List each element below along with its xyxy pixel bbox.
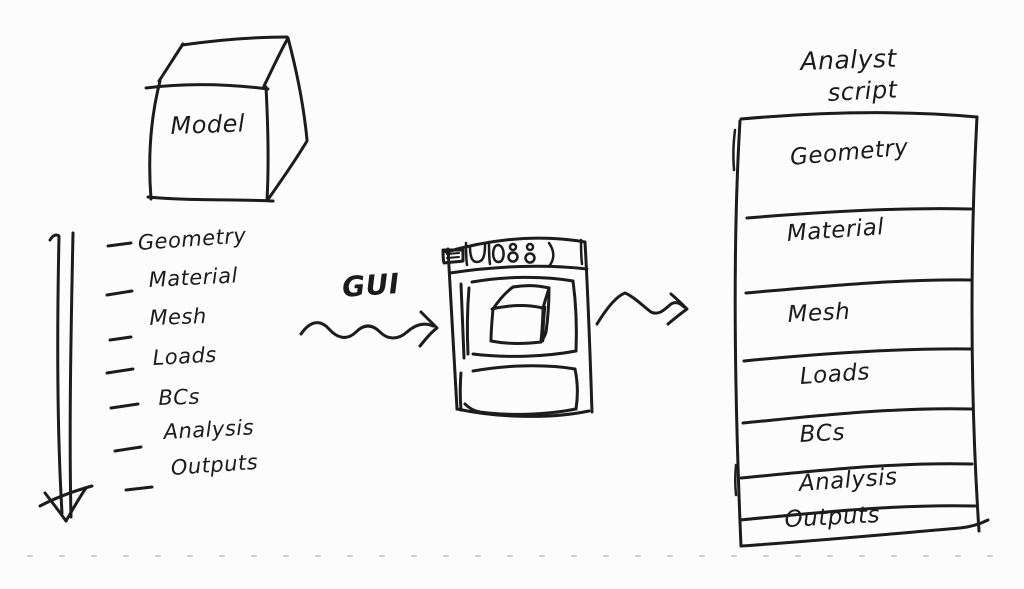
mini-cube-front-top — [490, 304, 545, 311]
toolbar-right-tick — [579, 238, 584, 266]
row-divider — [742, 347, 974, 363]
down-arrow-head-cross — [38, 484, 94, 508]
cube-front-left-edge — [148, 79, 162, 201]
lower-panel-right-edge — [573, 367, 579, 411]
down-arrow-head-right — [64, 486, 88, 523]
script-row-loads: Loads — [799, 359, 871, 390]
panel-right-edge — [970, 115, 981, 533]
model-box-label: Model — [170, 109, 246, 140]
mini-cube-top-left — [491, 285, 515, 311]
lower-panel-left-edge — [458, 371, 463, 412]
zigzag-arrow — [595, 291, 689, 326]
mini-cube-front-left — [489, 307, 495, 343]
toolbar-arc — [547, 241, 555, 267]
dash-bullet — [113, 445, 143, 453]
row-dividers — [738, 207, 977, 522]
cube-top-right-slant — [262, 36, 290, 88]
script-row-mesh: Mesh — [787, 298, 851, 328]
gui-window-sketch — [441, 236, 594, 418]
panel-top-edge — [739, 111, 979, 121]
cube-top-back-edge — [180, 35, 289, 47]
dash-bullet — [105, 289, 134, 297]
dash-bullet — [108, 335, 133, 342]
knob-icon — [524, 252, 536, 264]
viewport-bottom-edge — [471, 349, 578, 358]
knob-icon — [508, 242, 518, 252]
row-divider — [739, 462, 974, 480]
mini-cube-shade-line — [541, 305, 547, 343]
menu-icon — [441, 248, 465, 265]
down-arrow-head-left — [43, 491, 68, 523]
list-bullet-dashes — [105, 241, 154, 492]
menu-icon-bar — [446, 256, 460, 259]
window-right-edge — [583, 240, 594, 414]
model-item-material: Material — [148, 263, 239, 292]
squiggly-arrow-head — [418, 310, 439, 348]
panel-left-tick — [732, 128, 737, 172]
zigzag-arrow-head — [666, 292, 689, 326]
analyst-script-title-line2: script — [827, 75, 899, 107]
cube-right-back-edge — [286, 36, 309, 142]
gui-transition-label: GUI — [341, 266, 401, 304]
row-divider — [741, 407, 974, 425]
cube-front-top-edge — [144, 83, 270, 91]
squiggly-arrow-body — [299, 321, 435, 340]
dash-bullet — [109, 402, 140, 410]
knob-icon — [525, 242, 535, 252]
down-arrow-right-line — [68, 231, 75, 519]
mini-cube-front-bottom — [489, 339, 543, 345]
model-item-bcs: BCs — [158, 384, 201, 410]
u-tool-icon — [468, 243, 487, 264]
panel-left-tick — [734, 463, 738, 497]
script-row-outputs: Outputs — [784, 502, 881, 533]
model-item-mesh: Mesh — [149, 304, 208, 330]
dash-bullet — [106, 241, 133, 248]
row-divider — [745, 207, 973, 220]
window-bottom-edge — [455, 407, 591, 418]
dash-bullet — [124, 485, 154, 492]
down-arrow — [38, 231, 94, 523]
model-item-analysis: Analysis — [163, 415, 255, 444]
panel-bottom-edge — [739, 518, 990, 548]
script-row-bcs: BCs — [799, 419, 846, 448]
viewport-cube-icon — [489, 284, 551, 345]
viewport-right-edge — [571, 279, 578, 353]
cube-front-right-edge — [264, 85, 270, 202]
window-left-edge — [446, 247, 459, 411]
knob-icon — [507, 251, 519, 263]
cube-front-bottom-edge — [146, 195, 275, 203]
zigzag-arrow-body — [595, 291, 686, 326]
toolbar-underline — [448, 264, 589, 275]
menu-icon-bar — [446, 252, 460, 255]
sidebar-line — [459, 282, 466, 360]
script-panel-sketch — [732, 111, 990, 548]
circle-tool-icon — [491, 243, 505, 264]
down-arrow-left-line — [48, 233, 64, 515]
panel-left-edge — [733, 119, 743, 548]
lower-panel-bottom-edge — [463, 402, 578, 416]
row-divider — [744, 278, 973, 295]
row-divider — [738, 504, 977, 522]
squiggly-arrow — [299, 310, 439, 348]
cube-bottom-right-diagonal — [267, 139, 309, 200]
viewport-top-edge — [470, 275, 575, 284]
model-item-loads: Loads — [152, 342, 218, 370]
toolbar-divider — [464, 241, 469, 267]
cube-top-left-slant — [157, 42, 185, 83]
analyst-script-title-line1: Analyst — [800, 43, 898, 76]
toolbar-divider — [487, 240, 492, 266]
model-cube-sketch — [144, 35, 309, 203]
window-top-edge — [444, 236, 587, 254]
viewport-left-edge — [465, 286, 471, 356]
dash-bullet — [105, 367, 135, 375]
lower-panel-top-edge — [471, 364, 577, 373]
mini-cube-top-back — [511, 284, 551, 290]
